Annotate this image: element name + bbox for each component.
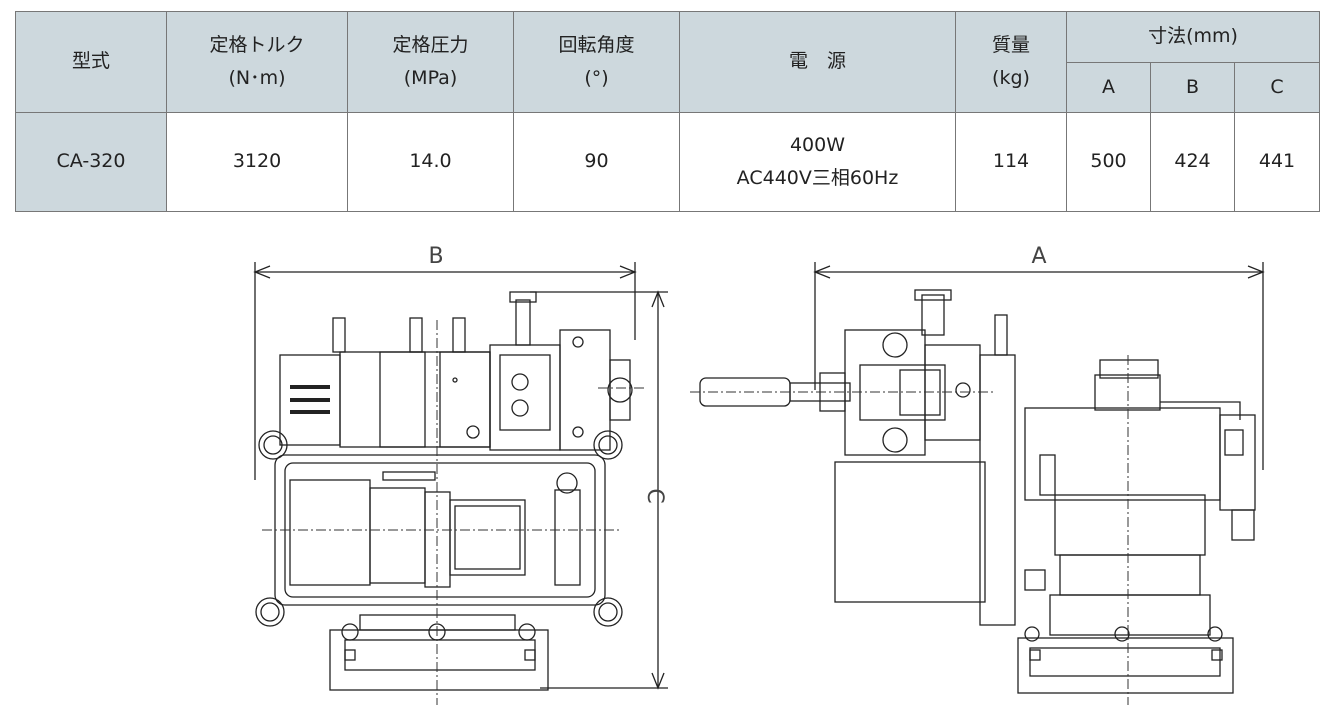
header-dim-c: C: [1234, 62, 1320, 113]
cell-pressure: 14.0: [347, 112, 514, 212]
header-dim-b: B: [1150, 62, 1235, 113]
cell-power-line1: 400W: [789, 133, 846, 156]
cell-model: CA-320: [15, 112, 167, 212]
cell-angle: 90: [513, 112, 680, 212]
cell-dim-c: 441: [1234, 112, 1320, 212]
cell-mass: 114: [955, 112, 1067, 212]
cell-power-line2: AC440V三相60Hz: [736, 167, 899, 189]
table-row: CA-320 3120 14.0 90 400W AC440V三相60Hz 11…: [15, 112, 1320, 212]
header-pressure-label: 定格圧力: [392, 33, 469, 56]
header-dimensions: 寸法(mm): [1066, 11, 1320, 63]
header-mass-unit: (kg): [992, 67, 1030, 89]
front-view-drawing: B C: [253, 244, 668, 705]
cell-dim-a: 500: [1066, 112, 1151, 212]
header-mass-label: 質量: [991, 33, 1030, 56]
header-power: 電 源: [679, 11, 956, 113]
header-torque: 定格トルク (N･m): [166, 11, 348, 113]
header-pressure-unit: (MPa): [403, 67, 458, 89]
header-torque-unit: (N･m): [228, 67, 286, 89]
side-view-drawing: A: [690, 244, 1265, 705]
label-c: C: [642, 488, 667, 503]
header-angle-label: 回転角度: [558, 33, 635, 56]
header-angle: 回転角度 (°): [513, 11, 680, 113]
header-mass: 質量 (kg): [955, 11, 1067, 113]
header-model: 型式: [15, 11, 167, 113]
header-pressure: 定格圧力 (MPa): [347, 11, 514, 113]
cell-dim-b: 424: [1150, 112, 1235, 212]
cell-power: 400W AC440V三相60Hz: [679, 112, 956, 212]
cell-torque: 3120: [166, 112, 348, 212]
header-angle-unit: (°): [584, 67, 609, 89]
label-b: B: [428, 244, 443, 269]
spec-table: 型式 定格トルク (N･m) 定格圧力 (MPa) 回転角度 (°) 電 源 質…: [15, 11, 1320, 212]
header-torque-label: 定格トルク: [209, 33, 305, 56]
header-dim-a: A: [1066, 62, 1151, 113]
label-a: A: [1031, 244, 1046, 269]
